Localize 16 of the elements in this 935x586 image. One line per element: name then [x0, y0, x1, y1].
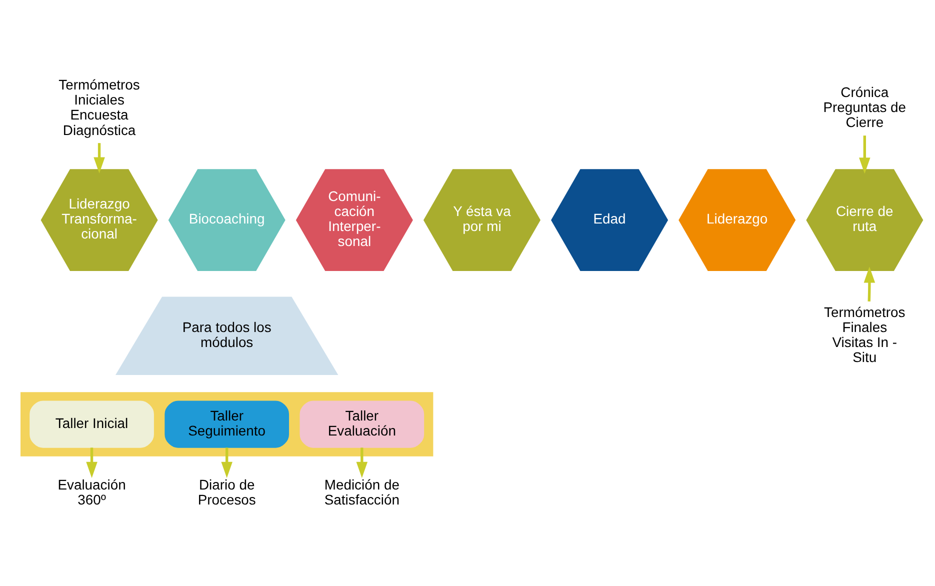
- arrow: [864, 266, 876, 301]
- arrow: [859, 135, 870, 174]
- arrow: [86, 447, 98, 478]
- node-text: Termómetros Iniciales Encuesta Diagnóstica: [58, 76, 140, 138]
- node-box: Taller Seguimiento: [164, 400, 290, 448]
- arrow: [94, 142, 105, 173]
- node-text: Evaluación 360º: [58, 476, 126, 508]
- node-box: Taller Evaluación: [300, 400, 424, 448]
- arrow: [221, 447, 232, 478]
- node-text: Diario de Procesos: [198, 476, 256, 508]
- node-box: Taller Inicial: [30, 400, 154, 448]
- cluster: [20, 392, 434, 456]
- node-text: Crónica Preguntas de Cierre: [823, 84, 906, 130]
- node-text: Termómetros Finales Visitas In - Situ: [824, 303, 906, 364]
- arrow: [356, 447, 368, 478]
- node-text: Medición de Satisfacción: [324, 476, 400, 508]
